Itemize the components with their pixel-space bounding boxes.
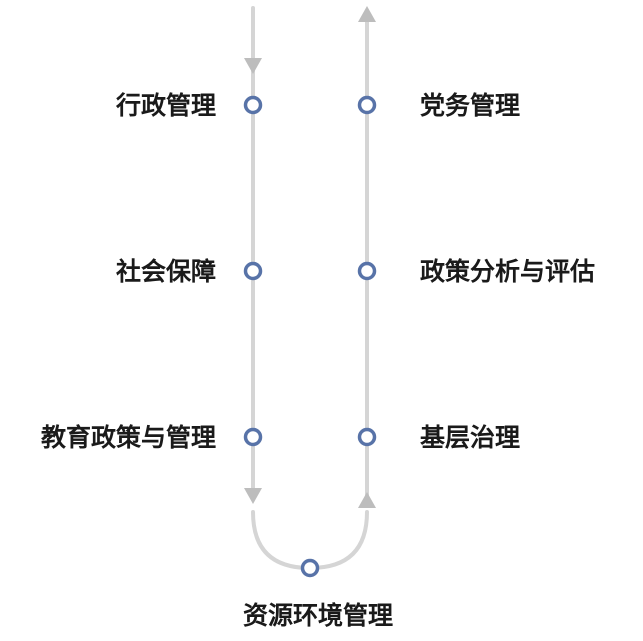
left-label-2: 社会保障 bbox=[116, 257, 216, 286]
bottom-label: 资源环境管理 bbox=[243, 601, 393, 630]
right-node-1 bbox=[357, 95, 377, 115]
left-label-3: 教育政策与管理 bbox=[41, 423, 216, 452]
left-node-1 bbox=[243, 95, 263, 115]
right-label-3: 基层治理 bbox=[420, 423, 520, 452]
left-node-2 bbox=[243, 261, 263, 281]
right-node-2 bbox=[357, 261, 377, 281]
right-top-up-arrow bbox=[358, 6, 376, 22]
right-label-2: 政策分析与评估 bbox=[420, 257, 595, 286]
right-label-1: 党务管理 bbox=[420, 91, 520, 120]
right-bottom-up-arrow bbox=[358, 492, 376, 508]
left-label-1: 行政管理 bbox=[115, 91, 216, 120]
left-node-3 bbox=[243, 427, 263, 447]
left-top-down-arrow bbox=[244, 58, 262, 74]
left-bottom-down-arrow bbox=[244, 488, 262, 504]
bottom-node bbox=[300, 558, 320, 578]
right-node-3 bbox=[357, 427, 377, 447]
